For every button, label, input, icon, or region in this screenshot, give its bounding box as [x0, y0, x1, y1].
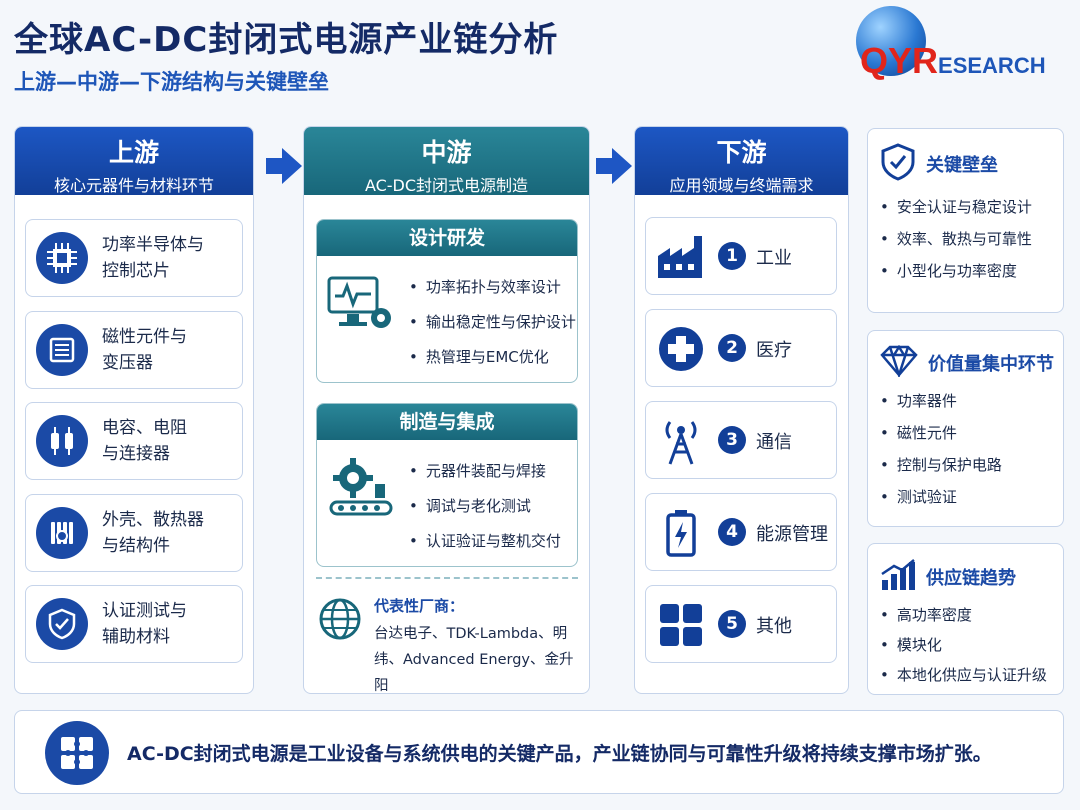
upstream-title: 上游 [108, 138, 159, 167]
midstream-title: 中游 [421, 138, 472, 167]
downstream-item-label: 工业 [756, 248, 792, 269]
value-title: 价值量集中环节 [928, 354, 1054, 375]
downstream-item: 3 通信 [645, 401, 837, 479]
downstream-title: 下游 [716, 138, 767, 167]
upstream-column: 上游 核心元器件与材料环节 功率半导体与 控制芯片 磁性元件与 变压器 电容、电… [14, 126, 254, 694]
design-item: 输出稳定性与保护设计 [409, 305, 576, 340]
page-title: 全球AC-DC封闭式电源产业链分析 [14, 20, 559, 60]
downstream-item-label: 医疗 [756, 340, 792, 361]
summary-banner: AC-DC封闭式电源是工业设备与系统供电的关键产品，产业链协同与可靠性升级将持续… [14, 710, 1064, 794]
upstream-item: 外壳、散热器 与结构件 [25, 494, 243, 572]
chip-icon [36, 232, 88, 284]
upstream-item-label: 磁性元件与 变压器 [102, 327, 187, 373]
downstream-item: 4 能源管理 [645, 493, 837, 571]
downstream-subtitle: 应用领域与终端需求 [669, 176, 814, 195]
manufacturers-label: 代表性厂商： [374, 597, 465, 615]
design-title: 设计研发 [317, 220, 577, 256]
midstream-subtitle: AC-DC封闭式电源制造 [364, 176, 529, 195]
bar-chart-icon [880, 558, 916, 596]
downstream-header: 下游 应用领域与终端需求 [635, 127, 848, 195]
trend-item: 模块化 [880, 630, 1047, 660]
arrow-right-icon [596, 148, 632, 184]
grid-icon [656, 600, 706, 650]
upstream-item: 认证测试与 辅助材料 [25, 585, 243, 663]
trend-item: 高功率密度 [880, 600, 1047, 630]
trends-panel: 供应链趋势 高功率密度 模块化 本地化供应与认证升级 [867, 543, 1064, 695]
gear-conveyor-icon [327, 458, 395, 522]
value-item: 磁性元件 [880, 417, 1002, 449]
barrier-item: 效率、散热与可靠性 [880, 223, 1032, 255]
trend-item: 本地化供应与认证升级 [880, 660, 1047, 690]
downstream-column: 下游 应用领域与终端需求 1 工业 2 医疗 3 通信 4 能源管理 5 [634, 126, 849, 694]
downstream-item: 1 工业 [645, 217, 837, 295]
barriers-panel: 关键壁垒 安全认证与稳定设计 效率、散热与可靠性 小型化与功率密度 [867, 128, 1064, 313]
transformer-icon [36, 324, 88, 376]
manufacturing-panel: 制造与集成 元器件装配与焊接 调试与老化测试 认证验证与整机交付 [316, 403, 578, 567]
downstream-item: 2 医疗 [645, 309, 837, 387]
manufacturing-title: 制造与集成 [317, 404, 577, 440]
item-number: 3 [718, 426, 746, 454]
qyresearch-logo: QYRESEARCH [856, 6, 1066, 96]
upstream-subtitle: 核心元器件与材料环节 [53, 176, 214, 195]
upstream-item: 电容、电阻 与连接器 [25, 402, 243, 480]
item-number: 4 [718, 518, 746, 546]
item-number: 1 [718, 242, 746, 270]
arrow-right-icon [266, 148, 302, 184]
upstream-item: 磁性元件与 变压器 [25, 311, 243, 389]
manufacturing-item: 元器件装配与焊接 [409, 454, 561, 489]
shield-check-icon [36, 598, 88, 650]
design-panel: 设计研发 功率拓扑与效率设计 输出稳定性与保护设计 热管理与EMC优化 [316, 219, 578, 383]
barriers-title: 关键壁垒 [926, 155, 998, 176]
battery-icon [656, 508, 706, 558]
item-number: 2 [718, 334, 746, 362]
upstream-item-label: 认证测试与 辅助材料 [102, 601, 187, 647]
upstream-item-label: 电容、电阻 与连接器 [102, 418, 187, 464]
value-item: 控制与保护电路 [880, 449, 1002, 481]
value-item: 测试验证 [880, 481, 1002, 513]
globe-icon [856, 6, 926, 76]
downstream-item-label: 其他 [756, 616, 792, 637]
value-panel: 价值量集中环节 功率器件 磁性元件 控制与保护电路 测试验证 [867, 330, 1064, 527]
logo-text: QYRESEARCH [860, 40, 1046, 81]
value-item: 功率器件 [880, 385, 1002, 417]
upstream-item: 功率半导体与 控制芯片 [25, 219, 243, 297]
design-item: 热管理与EMC优化 [409, 340, 576, 375]
downstream-item: 5 其他 [645, 585, 837, 663]
manufacturers-list: 台达电子、TDK-Lambda、明纬、Advanced Energy、金升阳 [374, 626, 574, 694]
design-item: 功率拓扑与效率设计 [409, 270, 576, 305]
capacitor-icon [36, 415, 88, 467]
manufacturing-item: 调试与老化测试 [409, 489, 561, 524]
divider [316, 577, 578, 579]
medical-cross-icon [656, 324, 706, 374]
upstream-header: 上游 核心元器件与材料环节 [15, 127, 253, 195]
globe-icon [318, 597, 362, 641]
downstream-item-label: 能源管理 [756, 524, 828, 545]
midstream-header: 中游 AC-DC封闭式电源制造 [304, 127, 589, 195]
item-number: 5 [718, 610, 746, 638]
barrier-item: 安全认证与稳定设计 [880, 191, 1032, 223]
factory-icon [656, 232, 706, 282]
upstream-item-label: 外壳、散热器 与结构件 [102, 510, 204, 556]
summary-text: AC-DC封闭式电源是工业设备与系统供电的关键产品，产业链协同与可靠性升级将持续… [127, 743, 992, 765]
heatsink-icon [36, 507, 88, 559]
midstream-column: 中游 AC-DC封闭式电源制造 设计研发 功率拓扑与效率设计 输出稳定性与保护设… [303, 126, 590, 694]
downstream-item-label: 通信 [756, 432, 792, 453]
monitor-gear-icon [327, 274, 395, 338]
diamond-icon [880, 344, 918, 381]
barrier-item: 小型化与功率密度 [880, 255, 1032, 287]
shield-check-icon [880, 143, 916, 185]
puzzle-icon [45, 721, 109, 785]
upstream-item-label: 功率半导体与 控制芯片 [102, 235, 204, 281]
manufacturing-item: 认证验证与整机交付 [409, 524, 561, 559]
trends-title: 供应链趋势 [926, 568, 1016, 589]
page-subtitle: 上游—中游—下游结构与关键壁垒 [14, 70, 329, 94]
tower-icon [656, 416, 706, 466]
